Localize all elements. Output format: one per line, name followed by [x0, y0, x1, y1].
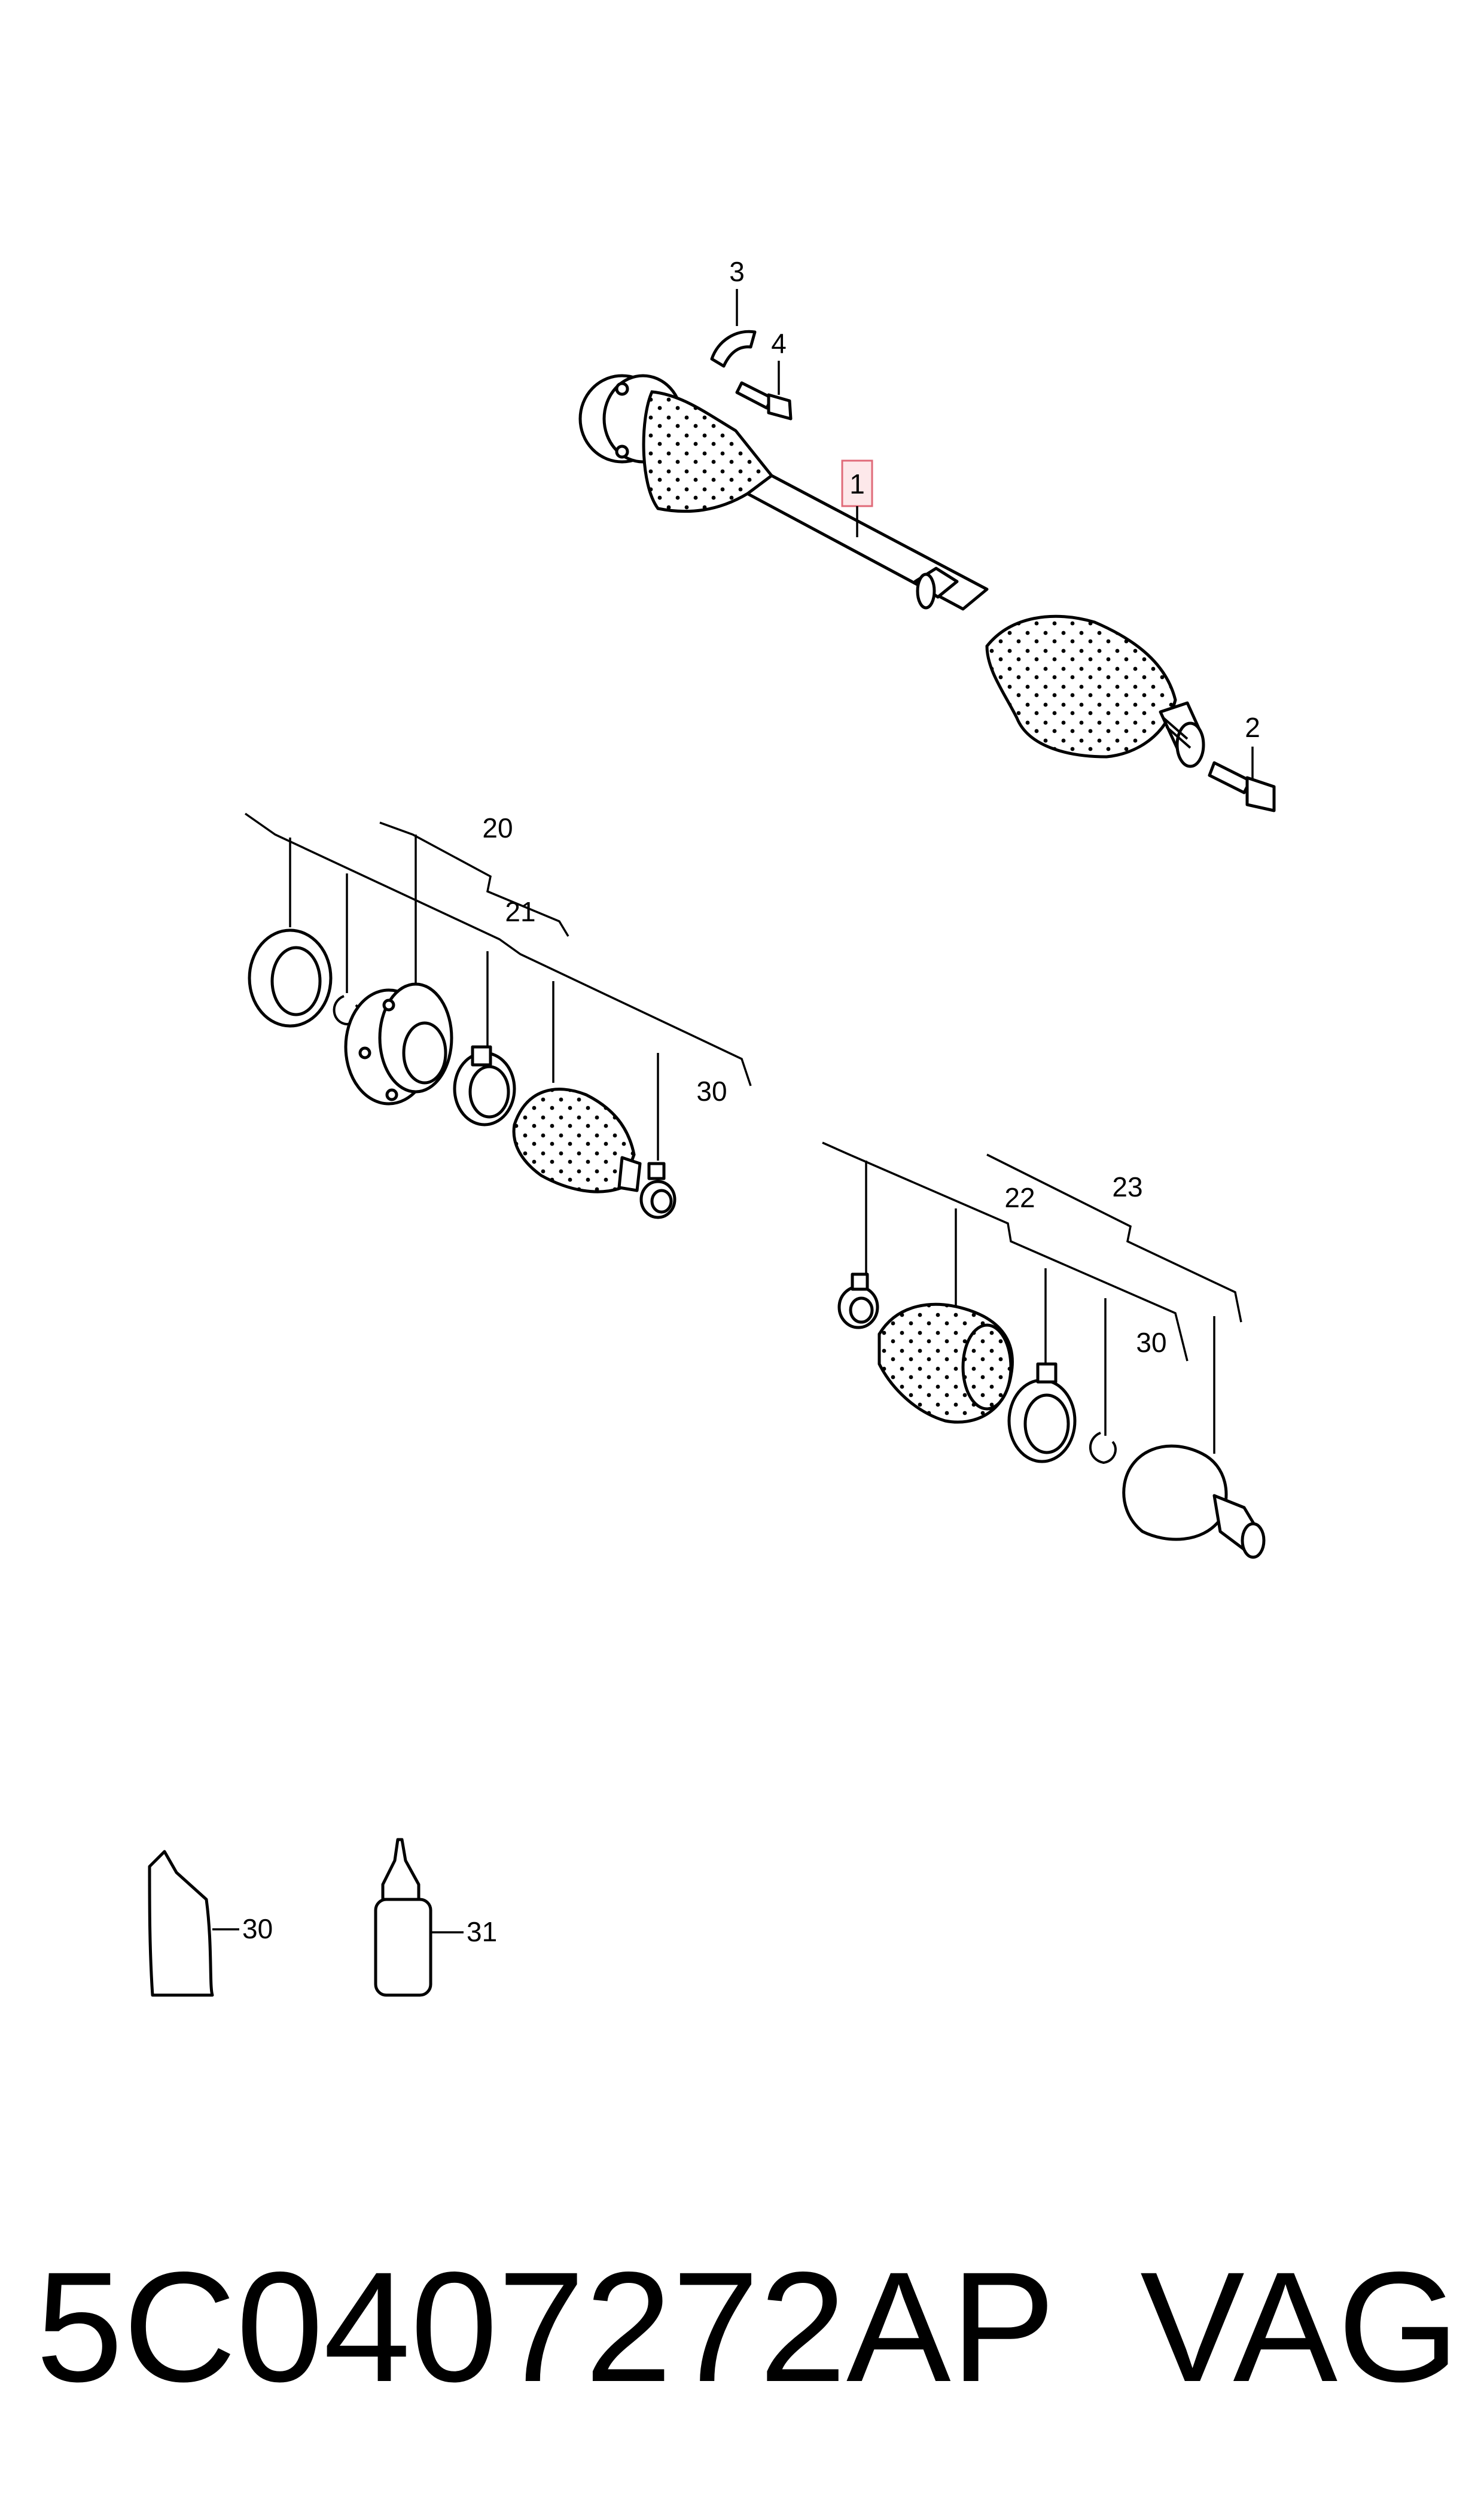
bolt-4: 4 [735, 328, 793, 421]
hose-clamp-d [1007, 1362, 1077, 1463]
callout-31: 31 [467, 1916, 497, 1947]
bolt-2: 2 [1208, 712, 1276, 812]
callout-23: 23 [1112, 1171, 1142, 1202]
gasket-ring [248, 928, 333, 1028]
outer-joint-spline [1159, 701, 1205, 768]
callout-30-a: 30 [696, 1076, 727, 1107]
sealant-bottle-31: 31 [374, 1838, 497, 1997]
drive-shaft-assembly: 1 [578, 374, 1205, 768]
inner-boot-kit [512, 1088, 636, 1193]
callout-3: 3 [729, 256, 745, 287]
brand-label: VAG [1140, 2239, 1459, 2415]
hose-clamp-a [453, 1045, 516, 1126]
hose-clamp-c [837, 1272, 879, 1329]
callout-21: 21 [505, 896, 535, 927]
outer-joint-kit: 22 23 30 [822, 1141, 1266, 1559]
inner-joint-kit: 20 21 30 [244, 812, 752, 1219]
callout-30-b: 30 [1136, 1327, 1166, 1358]
part-number: 5C0407272AP [36, 2239, 1055, 2415]
callout-1: 1 [849, 468, 865, 500]
outer-boot [985, 614, 1177, 759]
inner-boot [642, 390, 774, 513]
flange-joint [344, 982, 453, 1106]
circlip-b [1089, 1432, 1117, 1464]
outer-cv-joint [1122, 1444, 1266, 1559]
callout-2: 2 [1245, 712, 1260, 743]
callout-30-c: 30 [242, 1913, 273, 1944]
callout-22: 22 [1004, 1182, 1035, 1213]
callout-20: 20 [482, 812, 513, 844]
grease-tube-30: 30 [148, 1850, 273, 1997]
retaining-plate-3: 3 [710, 256, 757, 368]
hose-clamp-b [639, 1162, 677, 1219]
callout-4: 4 [771, 328, 787, 359]
